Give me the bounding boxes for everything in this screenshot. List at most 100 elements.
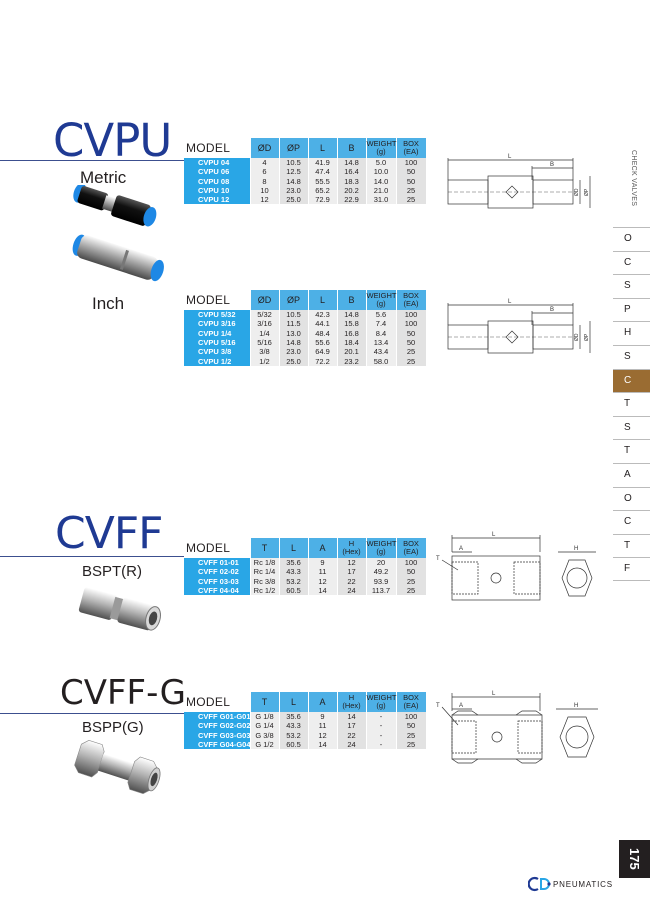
cvpu-photo-silver-icon [72, 234, 164, 282]
value-cell: 100 [396, 712, 427, 722]
value-cell: 8.4 [366, 328, 397, 338]
value-cell: 12 [337, 558, 367, 568]
dim-b-label: B [550, 162, 554, 168]
value-cell: 11 [308, 567, 338, 577]
col-header-weight: WEIGHT (g) [366, 538, 397, 558]
value-cell: 8 [250, 176, 280, 186]
value-cell: 5/32 [250, 310, 280, 320]
col-header-h: H (Hex) [337, 692, 367, 712]
side-nav: O C S P H S C T S T A O C T F [613, 227, 650, 581]
value-cell: - [366, 712, 397, 722]
nav-item[interactable]: S [613, 344, 650, 369]
nav-item-active[interactable]: C [613, 368, 650, 393]
dim-t-label: T [436, 703, 440, 709]
table-header-row: MODEL T L A H (Hex) WEIGHT (g) BOX (EA) [184, 692, 427, 712]
nav-item[interactable]: O [613, 227, 650, 251]
value-cell: 25 [396, 356, 427, 366]
cvpu-photo-black-icon [73, 185, 157, 227]
value-cell: 25 [396, 195, 427, 205]
value-cell: 47.4 [308, 167, 338, 177]
value-cell: 42.3 [308, 310, 338, 320]
value-cell: 24 [337, 585, 367, 596]
value-cell: 25 [396, 347, 427, 357]
nav-item[interactable]: T [613, 533, 650, 558]
cvffg-thread-label: BSPP(G) [82, 719, 144, 736]
col-header-l: L [279, 538, 309, 558]
value-cell: Rc 1/4 [250, 567, 280, 577]
value-cell: G 1/4 [250, 721, 280, 731]
value-cell: 50 [396, 567, 427, 577]
value-cell: 53.2 [279, 576, 309, 586]
value-cell: 31.0 [366, 195, 397, 205]
cvpu-inch-table: MODEL ØD ØP L B WEIGHT (g) BOX (EA) CVPU… [184, 290, 427, 366]
value-cell: 100 [396, 558, 427, 568]
nav-item[interactable]: C [613, 250, 650, 275]
value-cell: 113.7 [366, 585, 397, 596]
value-cell: 20.1 [337, 347, 367, 357]
value-cell: 21.0 [366, 185, 397, 196]
value-cell: 17 [337, 721, 367, 731]
cvff-photo-icon [78, 587, 161, 631]
value-cell: G 1/8 [250, 712, 280, 722]
value-cell: 25 [396, 739, 427, 750]
nav-item[interactable]: A [613, 462, 650, 487]
cvffg-drawing: T A L H [436, 691, 598, 764]
nav-item[interactable]: C [613, 510, 650, 534]
nav-item[interactable]: P [613, 297, 650, 322]
nav-item[interactable]: S [613, 274, 650, 298]
nav-item[interactable]: H [613, 321, 650, 345]
col-header-t: T [250, 692, 280, 712]
col-header-l: L [279, 692, 309, 712]
value-cell: 60.5 [279, 739, 309, 750]
value-cell: 10.5 [279, 158, 309, 168]
nav-item[interactable]: T [613, 439, 650, 463]
cvffg-title: CVFF-G [60, 673, 186, 713]
value-cell: 25.0 [279, 195, 309, 205]
value-cell: 50 [396, 337, 427, 348]
value-cell: 5/16 [250, 337, 280, 348]
col-header-model: MODEL [184, 692, 251, 712]
value-cell: 20.2 [337, 185, 367, 196]
dim-a-label: A [459, 703, 463, 709]
dim-b-label: B [550, 307, 554, 313]
nav-item[interactable]: S [613, 415, 650, 440]
value-cell: 12 [250, 195, 280, 205]
value-cell: 55.5 [308, 176, 338, 186]
nav-item[interactable]: O [613, 486, 650, 511]
value-cell: 43.4 [366, 347, 397, 357]
col-header-d: ØD [250, 290, 280, 310]
value-cell: 60.5 [279, 585, 309, 596]
value-cell: 50 [396, 176, 427, 186]
cvff-title: CVFF [55, 508, 163, 559]
model-cell: CVFF G03-G03 [184, 730, 251, 740]
model-cell: CVPU 1/2 [184, 356, 251, 366]
value-cell: Rc 1/2 [250, 585, 280, 596]
dim-l-label: L [508, 154, 512, 160]
table-header-row: MODEL ØD ØP L B WEIGHT (g) BOX (EA) [184, 290, 427, 310]
col-header-d: ØD [250, 138, 280, 158]
nav-item[interactable]: T [613, 392, 650, 416]
col-header-box: BOX (EA) [396, 290, 427, 310]
cvpu-metric-label: Metric [80, 168, 127, 187]
value-cell: 16.8 [337, 328, 367, 338]
value-cell: 16.4 [337, 167, 367, 177]
value-cell: 12 [308, 730, 338, 740]
value-cell: 49.2 [366, 567, 397, 577]
value-cell: 14 [337, 712, 367, 722]
value-cell: 14.0 [366, 176, 397, 186]
cvpu-title-underline [0, 160, 190, 161]
col-header-weight: WEIGHT (g) [366, 290, 397, 310]
value-cell: 72.9 [308, 195, 338, 205]
value-cell: 12 [308, 576, 338, 586]
nav-item[interactable]: F [613, 557, 650, 581]
value-cell: Rc 1/8 [250, 558, 280, 568]
